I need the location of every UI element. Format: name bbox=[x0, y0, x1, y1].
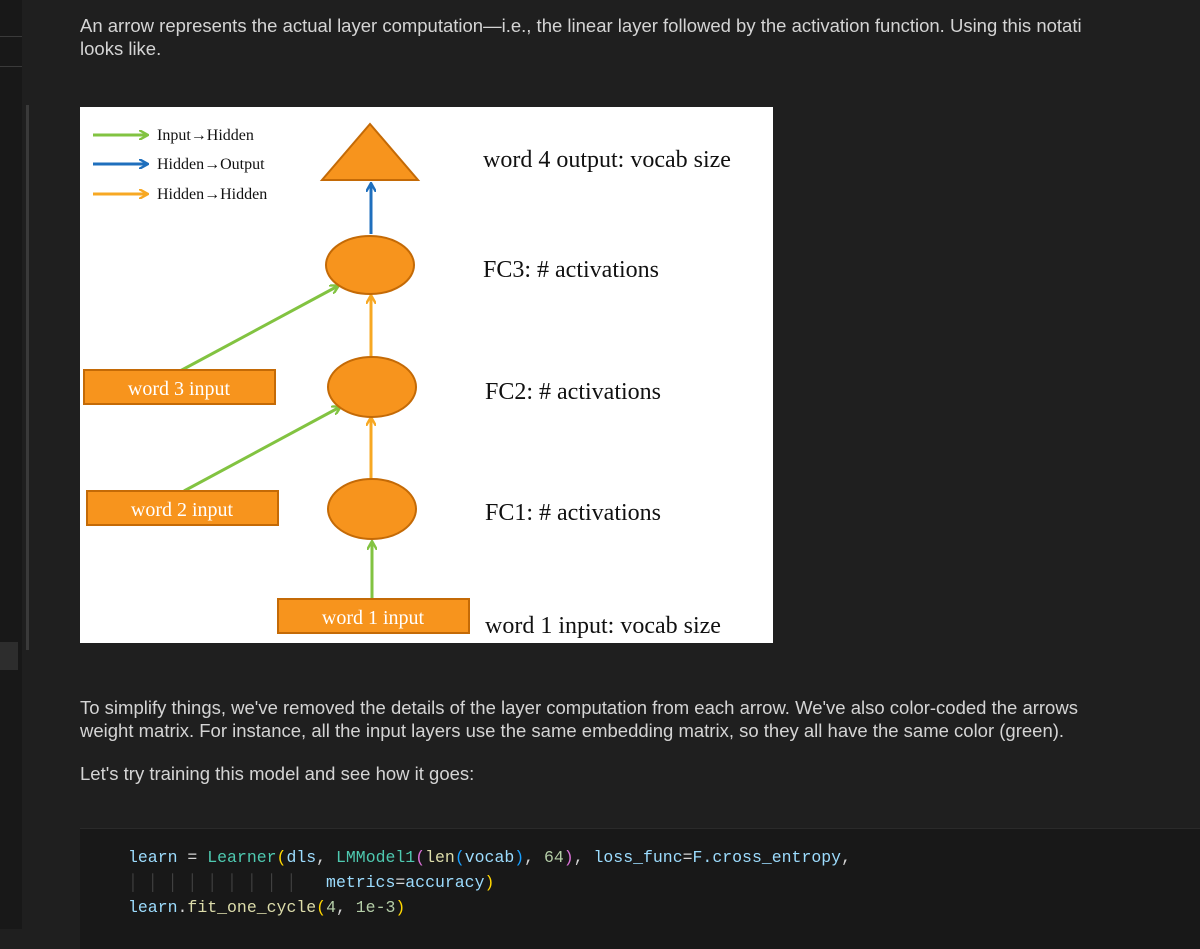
legend: Input→Hidden Hidden→Output Hidden→Hidden bbox=[93, 127, 267, 203]
activity-strip bbox=[0, 0, 22, 929]
strip-active-marker bbox=[0, 642, 18, 670]
label-fc3: FC3: # activations bbox=[483, 257, 659, 283]
code-line-2: │ │ │ │ │ │ │ │ │ metrics=accuracy) bbox=[128, 873, 495, 892]
fc2-node bbox=[327, 356, 417, 418]
legend-label-hidden-output: Hidden→Output bbox=[157, 156, 265, 173]
cell-focus-rail[interactable] bbox=[26, 105, 29, 650]
legend-label-hidden-hidden: Hidden→Hidden bbox=[157, 186, 267, 203]
fc3-node bbox=[325, 235, 415, 295]
output-node bbox=[319, 122, 421, 181]
word1-input-label: word 1 input bbox=[322, 607, 425, 629]
legend-label-input-hidden: Input→Hidden bbox=[157, 127, 254, 144]
word2-input-label: word 2 input bbox=[131, 499, 234, 521]
markdown-paragraph-2-line-2: weight matrix. For instance, all the inp… bbox=[80, 720, 1065, 741]
label-fc1: FC1: # activations bbox=[485, 500, 661, 526]
rnn-diagram-figure: Input→Hidden Hidden→Output Hidden→Hidden… bbox=[80, 107, 773, 643]
left-gutter bbox=[0, 0, 22, 929]
fc1-node bbox=[327, 478, 417, 540]
arrow-word3-to-fc3 bbox=[179, 286, 338, 373]
word3-input-box bbox=[83, 369, 276, 405]
word3-input-label: word 3 input bbox=[128, 378, 231, 400]
word2-input-box bbox=[86, 490, 279, 526]
label-input-layer: word 1 input: vocab size bbox=[485, 613, 721, 639]
markdown-paragraph-1-line-1: An arrow represents the actual layer com… bbox=[80, 15, 1082, 36]
arrow-word2-to-fc2 bbox=[183, 407, 340, 493]
markdown-paragraph-3: Let's try training this model and see ho… bbox=[80, 763, 475, 784]
label-fc2: FC2: # activations bbox=[485, 379, 661, 405]
strip-divider bbox=[0, 66, 22, 67]
label-output-layer: word 4 output: vocab size bbox=[483, 147, 731, 173]
strip-divider bbox=[0, 36, 22, 37]
markdown-paragraph-2-line-1: To simplify things, we've removed the de… bbox=[80, 697, 1078, 718]
code-editor[interactable]: learn = Learner(dls, LMModel1(len(vocab)… bbox=[128, 845, 851, 920]
code-line-1: learn = Learner(dls, LMModel1(len(vocab)… bbox=[128, 848, 851, 867]
markdown-paragraph-1-line-2: looks like. bbox=[80, 38, 162, 59]
rnn-diagram: Input→Hidden Hidden→Output Hidden→Hidden… bbox=[83, 122, 731, 639]
code-line-3: learn.fit_one_cycle(4, 1e-3) bbox=[128, 898, 406, 917]
code-cell[interactable]: learn = Learner(dls, LMModel1(len(vocab)… bbox=[80, 828, 1200, 949]
indent-guides: │ │ │ │ │ │ │ │ │ bbox=[128, 873, 297, 892]
word1-input-box bbox=[277, 598, 470, 634]
